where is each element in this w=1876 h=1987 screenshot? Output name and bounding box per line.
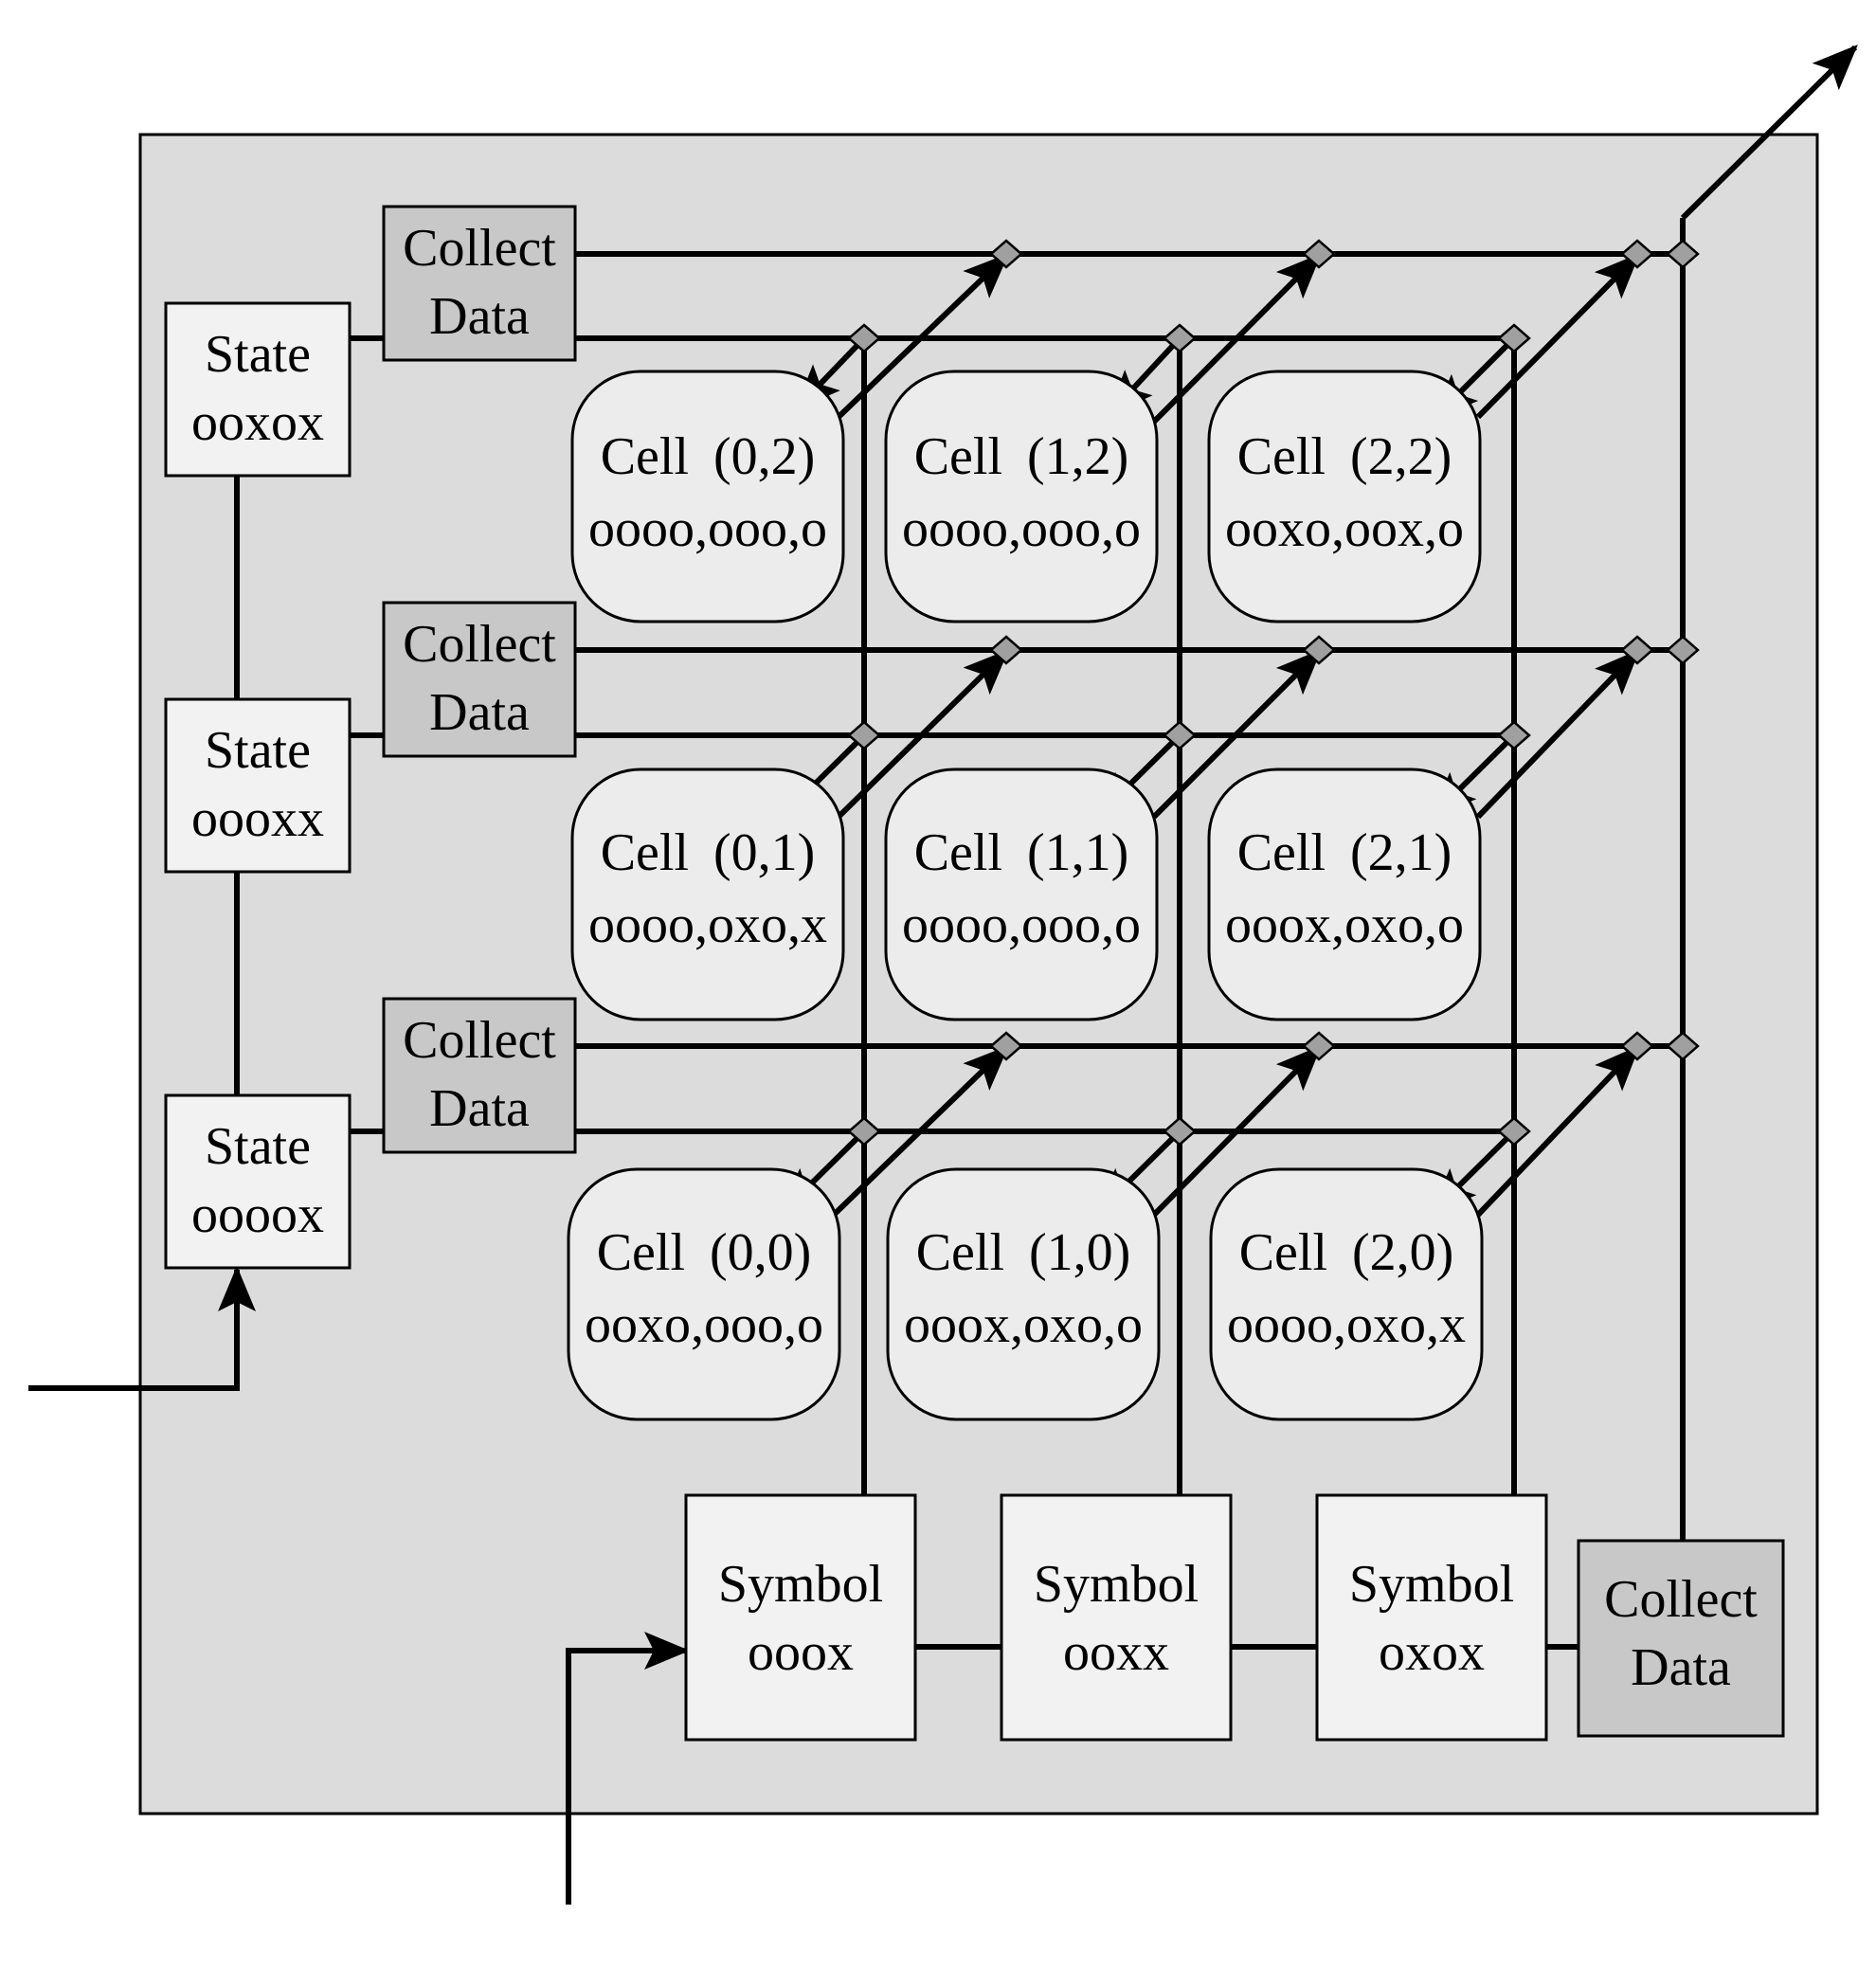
cell-label: Cell(2,2) (1237, 427, 1452, 486)
state-box: State oooxx (164, 697, 352, 874)
junction-node (1163, 323, 1197, 353)
cell-label: Cell(1,1) (914, 823, 1129, 882)
collect-label: Data (429, 1079, 530, 1138)
symbol-title: Symbol (1034, 1555, 1199, 1614)
cell-value: oooo,ooo,o (588, 499, 827, 558)
state-box: State ooxox (164, 301, 352, 478)
state-box: State oooox (164, 1093, 352, 1270)
cell-label: Cell(0,1) (601, 823, 816, 882)
junction-node (1620, 1031, 1654, 1061)
state-title: State (205, 721, 311, 780)
junction-node (1666, 635, 1700, 665)
junction-node (1302, 635, 1336, 665)
cell-value: ooxo,ooo,o (585, 1295, 823, 1354)
state-code: oooox (191, 1185, 324, 1244)
junction-node (1302, 1031, 1336, 1061)
junction-node (1620, 635, 1654, 665)
cell-value: ooxo,oox,o (1225, 499, 1464, 558)
junction-node (1302, 239, 1336, 269)
collect-label: Data (429, 683, 530, 742)
junction-node (989, 239, 1023, 269)
cell-box: Cell(2,0) oooo,oxo,x (1209, 1167, 1484, 1421)
symbol-box: Symbol ooox (684, 1493, 917, 1742)
cell-label: Cell(2,0) (1239, 1223, 1454, 1282)
junction-node (847, 323, 881, 353)
symbol-title: Symbol (1349, 1555, 1514, 1614)
collect-label: Collect (1604, 1570, 1758, 1629)
junction-node (847, 720, 881, 750)
junction-node (1497, 720, 1531, 750)
arrows (28, 45, 1858, 1905)
cell-label: Cell(1,2) (914, 427, 1129, 486)
junction-node (1666, 1031, 1700, 1061)
cell-box: Cell(1,0) ooox,oxo,o (886, 1167, 1161, 1421)
state-code: ooxox (191, 393, 324, 452)
symbol-title: Symbol (718, 1555, 883, 1614)
cell-box: Cell(2,1) ooox,oxo,o (1207, 768, 1482, 1021)
collect-data-box: Collect Data (382, 205, 577, 362)
symbol-code: oxox (1379, 1623, 1485, 1682)
junction-node (989, 635, 1023, 665)
symbol-code: ooxx (1063, 1623, 1169, 1682)
cell-label: Cell(2,1) (1237, 823, 1452, 882)
junction-node (1497, 323, 1531, 353)
junction-node (1163, 1116, 1197, 1147)
junction-node (847, 1116, 881, 1147)
collect-label: Data (1631, 1638, 1731, 1697)
symbol-box: Symbol ooxx (1000, 1493, 1233, 1742)
cell-value: ooox,oxo,o (904, 1295, 1143, 1354)
symbol-code: ooox (748, 1623, 854, 1682)
state-code: oooxx (191, 789, 324, 848)
cell-box: Cell(0,1) oooo,oxo,x (570, 768, 845, 1021)
cell-value: oooo,oxo,x (1227, 1295, 1466, 1354)
cell-value: oooo,ooo,o (902, 895, 1141, 954)
cell-box: Cell(1,2) oooo,ooo,o (884, 370, 1159, 623)
collect-data-box: Collect Data (382, 997, 577, 1154)
junction-node (1666, 239, 1700, 269)
junction-node (1620, 239, 1654, 269)
cell-box: Cell(1,1) oooo,ooo,o (884, 768, 1159, 1021)
collect-data-box: Collect Data (382, 601, 577, 758)
cell-label: Cell(0,0) (597, 1223, 812, 1282)
junction-node (989, 1031, 1023, 1061)
cell-box: Cell(0,2) oooo,ooo,o (570, 370, 845, 623)
junction-node (1163, 720, 1197, 750)
junction-nodes (847, 239, 1700, 1147)
cell-value: ooox,oxo,o (1225, 895, 1464, 954)
cell-box: Cell(2,2) ooxo,oox,o (1207, 370, 1482, 623)
collect-label: Collect (403, 615, 556, 674)
collect-label: Collect (403, 219, 556, 278)
cell-label: Cell(0,2) (601, 427, 816, 486)
junction-node (1497, 1116, 1531, 1147)
state-title: State (205, 1117, 311, 1176)
cell-box: Cell(0,0) ooxo,ooo,o (567, 1167, 841, 1421)
cell-value: oooo,oxo,x (588, 895, 827, 954)
collect-label: Data (429, 287, 530, 346)
symbol-box: Symbol oxox (1315, 1493, 1548, 1742)
wires (234, 218, 1686, 1650)
final-collect-data-box: Collect Data (1577, 1539, 1785, 1738)
cell-label: Cell(1,0) (916, 1223, 1131, 1282)
cell-value: oooo,ooo,o (902, 499, 1141, 558)
collect-label: Collect (403, 1011, 556, 1070)
state-title: State (205, 325, 311, 384)
